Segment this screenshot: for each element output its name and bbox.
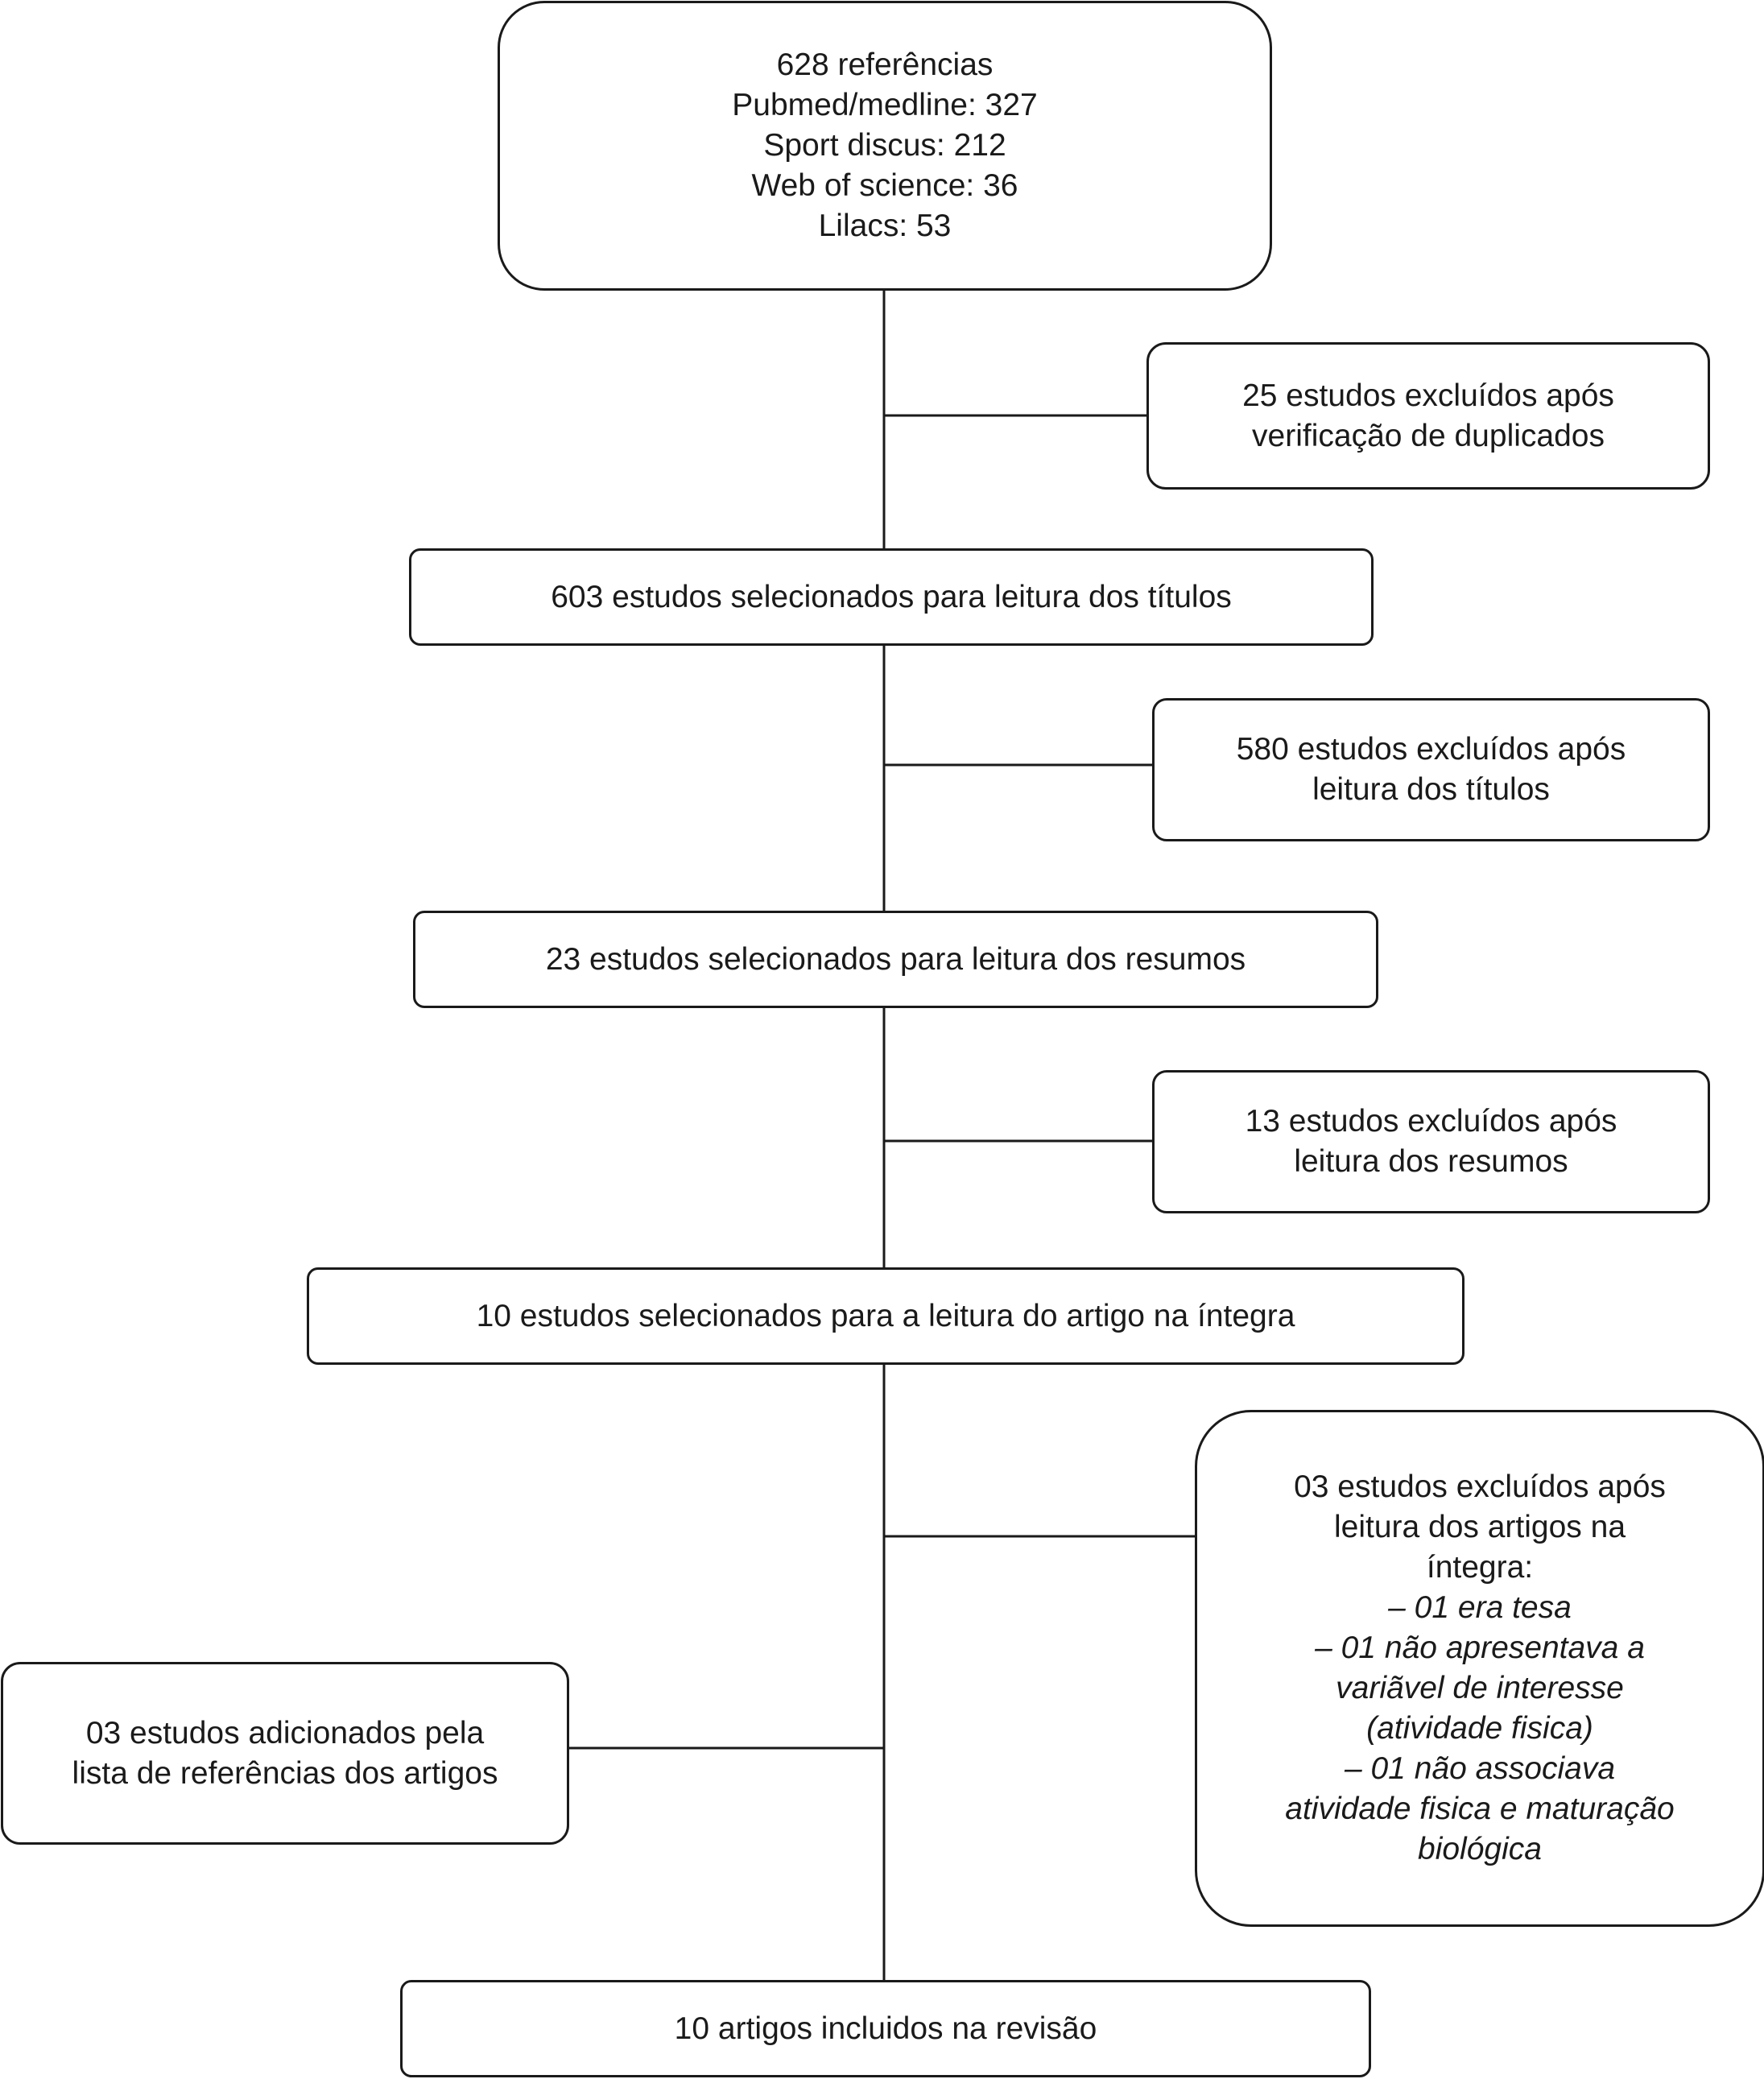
excluded-titles-line-2: leitura dos títulos: [1312, 772, 1550, 807]
added-references-line-2: lista de referências dos artigos: [72, 1755, 498, 1791]
excluded-titles-line-1: 580 estudos excluídos após: [1236, 732, 1626, 767]
sources-webofscience: Web of science: 36: [751, 168, 1018, 203]
excluded-fulltext-line-2: leitura dos artigos na: [1333, 1510, 1626, 1544]
excluded-fulltext-line-3: íntegra:: [1426, 1550, 1534, 1585]
sources-lilacs: Lilacs: 53: [818, 209, 952, 243]
selected-abstracts-box: 23 estudos selecionados para leitura dos…: [413, 911, 1378, 1008]
excluded-fulltext-reason-1: – 01 era tesa: [1388, 1590, 1572, 1625]
sources-sportdiscus: Sport discus: 212: [763, 128, 1006, 163]
excluded-duplicates-line-2: verificação de duplicados: [1252, 418, 1605, 453]
included-articles-box: 10 artigos incluidos na revisão: [400, 1980, 1371, 2077]
sources-total: 628 referências: [776, 48, 994, 82]
selected-titles-text: 603 estudos selecionados para leitura do…: [551, 579, 1232, 614]
excluded-abstracts-box: 13 estudos excluídos após leitura dos re…: [1152, 1070, 1710, 1213]
excluded-fulltext-reason-5: – 01 não associava: [1344, 1751, 1616, 1786]
excluded-fulltext-reason-3: variãvel de interesse: [1336, 1671, 1624, 1705]
excluded-fulltext-line-1: 03 estudos excluídos após: [1294, 1469, 1666, 1504]
sources-pubmed: Pubmed/medline: 327: [732, 88, 1038, 122]
selected-fulltext-box: 10 estudos selecionados para a leitura d…: [307, 1267, 1464, 1365]
excluded-titles-box: 580 estudos excluídos após leitura dos t…: [1152, 698, 1710, 841]
excluded-abstracts-line-1: 13 estudos excluídos após: [1245, 1104, 1617, 1139]
excluded-fulltext-reason-6: atividade fisica e maturação: [1285, 1792, 1675, 1826]
excluded-fulltext-reason-7: biológica: [1418, 1832, 1542, 1866]
included-articles-text: 10 artigos incluidos na revisão: [674, 2011, 1097, 2046]
excluded-duplicates-line-1: 25 estudos excluídos após: [1242, 378, 1614, 413]
added-references-line-1: 03 estudos adicionados pela: [85, 1715, 485, 1750]
excluded-fulltext-reason-4: (atividade fisica): [1366, 1711, 1593, 1746]
excluded-duplicates-box: 25 estudos excluídos após verificação de…: [1146, 342, 1710, 490]
added-references-box: 03 estudos adicionados pela lista de ref…: [1, 1662, 569, 1845]
selected-abstracts-text: 23 estudos selecionados para leitura dos…: [545, 941, 1246, 977]
sources-box: 628 referências Pubmed/medline: 327 Spor…: [498, 1, 1272, 291]
selected-fulltext-text: 10 estudos selecionados para a leitura d…: [476, 1298, 1295, 1333]
excluded-fulltext-reason-2: – 01 não apresentava a: [1315, 1631, 1645, 1665]
excluded-abstracts-line-2: leitura dos resumos: [1294, 1144, 1568, 1179]
excluded-fulltext-box: 03 estudos excluídos após leitura dos ar…: [1195, 1410, 1764, 1927]
selected-titles-box: 603 estudos selecionados para leitura do…: [409, 548, 1374, 646]
